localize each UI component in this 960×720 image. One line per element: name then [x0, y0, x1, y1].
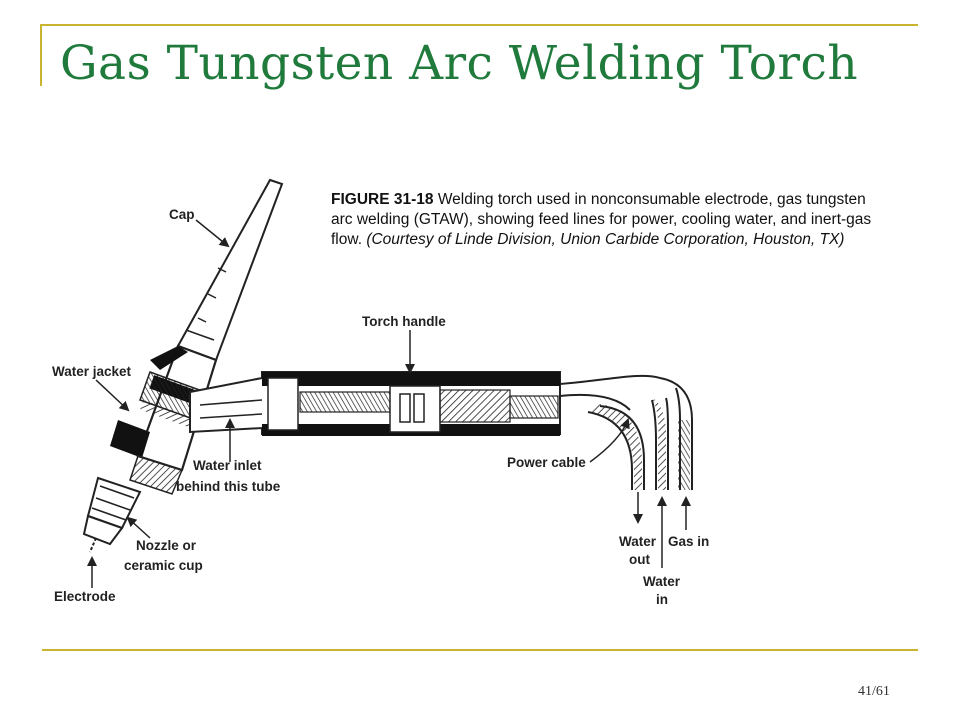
label-nozzle-1: Nozzle or: [136, 538, 197, 553]
figure-label: FIGURE 31-18: [331, 191, 434, 208]
caption-text: Welding torch used in nonconsumable elec…: [331, 191, 872, 248]
caption-credit: (Courtesy of Linde Division, Union Carbi…: [366, 231, 845, 248]
label-water-out-2: out: [629, 552, 650, 567]
label-water-inlet-2: behind this tube: [176, 479, 281, 494]
label-nozzle-2: ceramic cup: [124, 558, 203, 573]
page-number: 41/61: [858, 684, 890, 699]
slide-title: Gas Tungsten Arc Welding Torch: [60, 36, 859, 91]
figure-caption: FIGURE 31-18 Welding torch used in nonco…: [331, 190, 891, 250]
top-rule: [40, 24, 918, 26]
label-gas-in: Gas in: [668, 534, 709, 549]
left-rule: [40, 24, 42, 86]
label-water-jacket: Water jacket: [52, 364, 132, 379]
label-water-in-1: Water: [643, 574, 681, 589]
label-water-out-1: Water: [619, 534, 657, 549]
label-power-cable: Power cable: [507, 455, 586, 470]
label-electrode: Electrode: [54, 589, 116, 604]
label-cap: Cap: [169, 207, 195, 222]
label-torch-handle: Torch handle: [362, 314, 446, 329]
torch-head: [82, 178, 284, 553]
label-water-in-2: in: [656, 592, 668, 607]
label-water-inlet-1: Water inlet: [193, 458, 262, 473]
torch-handle: [189, 371, 561, 436]
leader-arrows: [87, 219, 691, 588]
bottom-rule: [42, 649, 918, 651]
